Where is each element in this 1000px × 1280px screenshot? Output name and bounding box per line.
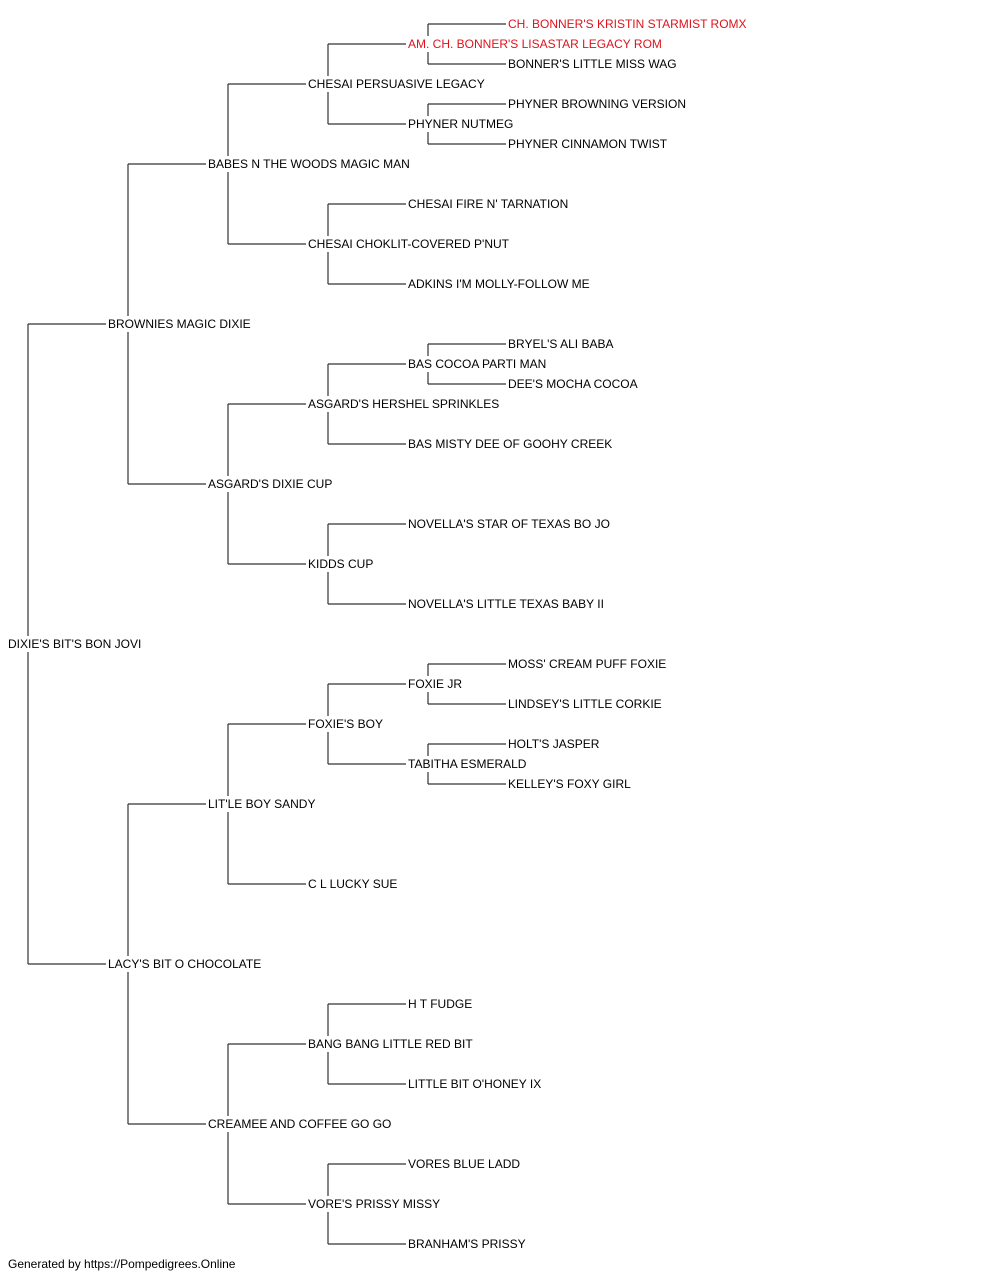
ancestor-name-gen4: AM. CH. BONNER'S LISASTAR LEGACY ROM <box>408 37 664 51</box>
ancestor-name-gen5: MOSS' CREAM PUFF FOXIE <box>508 657 669 671</box>
ancestor-name-gen4: FOXIE JR <box>408 677 465 691</box>
ancestor-name-gen1: BROWNIES MAGIC DIXIE <box>108 317 253 331</box>
ancestor-name-gen5: DEE'S MOCHA COCOA <box>508 377 640 391</box>
ancestor-name-gen4: VORES BLUE LADD <box>408 1157 523 1171</box>
ancestor-name-gen4: NOVELLA'S LITTLE TEXAS BABY II <box>408 597 606 611</box>
ancestor-name-gen5: BRYEL'S ALI BABA <box>508 337 616 351</box>
ancestor-name-gen2: CREAMEE AND COFFEE GO GO <box>208 1117 394 1131</box>
ancestor-name-gen3: BANG BANG LITTLE RED BIT <box>308 1037 475 1051</box>
ancestor-name-gen1: LACY'S BIT O CHOCOLATE <box>108 957 264 971</box>
ancestor-name-gen4: CHESAI FIRE N' TARNATION <box>408 197 571 211</box>
ancestor-name-gen2: BABES N THE WOODS MAGIC MAN <box>208 157 412 171</box>
ancestor-name-gen5: CH. BONNER'S KRISTIN STARMIST ROMX <box>508 17 749 31</box>
ancestor-name-gen5: HOLT'S JASPER <box>508 737 602 751</box>
ancestor-name-gen4: TABITHA ESMERALD <box>408 757 529 771</box>
ancestor-name-gen5: PHYNER BROWNING VERSION <box>508 97 689 111</box>
ancestor-name-gen4: PHYNER NUTMEG <box>408 117 516 131</box>
generated-by-footer: Generated by https://Pompedigrees.Online <box>8 1257 236 1271</box>
ancestor-name-gen3: CHESAI CHOKLIT-COVERED P'NUT <box>308 237 511 251</box>
ancestor-name-gen4: H T FUDGE <box>408 997 475 1011</box>
ancestor-name-gen3: ASGARD'S HERSHEL SPRINKLES <box>308 397 502 411</box>
ancestor-name-gen4: ADKINS I'M MOLLY-FOLLOW ME <box>408 277 592 291</box>
ancestor-name-gen2: LIT'LE BOY SANDY <box>208 797 318 811</box>
ancestor-name-gen2: ASGARD'S DIXIE CUP <box>208 477 335 491</box>
ancestor-name-gen4: BAS MISTY DEE OF GOOHY CREEK <box>408 437 615 451</box>
ancestor-name-gen5: KELLEY'S FOXY GIRL <box>508 777 633 791</box>
ancestor-name-gen3: FOXIE'S BOY <box>308 717 385 731</box>
ancestor-name-gen3: C L LUCKY SUE <box>308 877 400 891</box>
subject-dog-name: DIXIE'S BIT'S BON JOVI <box>8 637 144 651</box>
ancestor-name-gen3: KIDDS CUP <box>308 557 376 571</box>
ancestor-name-gen4: BAS COCOA PARTI MAN <box>408 357 549 371</box>
ancestor-name-gen3: CHESAI PERSUASIVE LEGACY <box>308 77 487 91</box>
ancestor-name-gen4: LITTLE BIT O'HONEY IX <box>408 1077 544 1091</box>
ancestor-name-gen5: BONNER'S LITTLE MISS WAG <box>508 57 679 71</box>
ancestor-name-gen5: PHYNER CINNAMON TWIST <box>508 137 670 151</box>
ancestor-name-gen4: NOVELLA'S STAR OF TEXAS BO JO <box>408 517 612 531</box>
ancestor-name-gen5: LINDSEY'S LITTLE CORKIE <box>508 697 664 711</box>
ancestor-name-gen4: BRANHAM'S PRISSY <box>408 1237 528 1251</box>
ancestor-name-gen3: VORE'S PRISSY MISSY <box>308 1197 443 1211</box>
